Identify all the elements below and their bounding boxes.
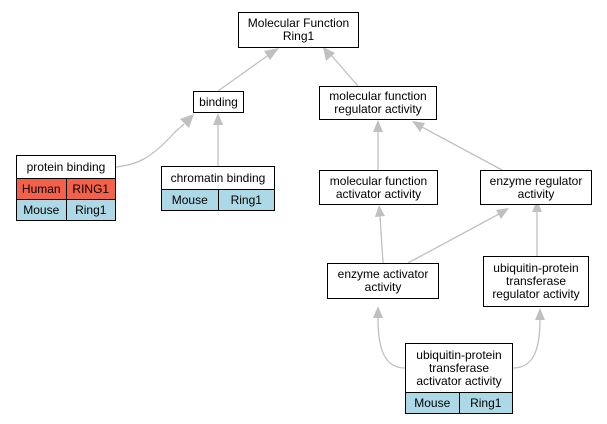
arrowhead — [373, 306, 383, 318]
arrowhead — [532, 200, 542, 212]
arrowhead — [213, 113, 223, 125]
edge-enzyme-activator-to-mf-activator — [375, 205, 385, 264]
node-ubiquitin-protein-transferase-regulator-activity[interactable]: ubiquitin-protein transferase regulator … — [483, 256, 589, 307]
edge-line — [407, 213, 500, 264]
arrowhead — [264, 48, 279, 60]
arrowhead — [180, 114, 194, 128]
gene-cell: RING1 — [65, 179, 116, 199]
node-label: molecular function activator activity — [329, 173, 428, 201]
node-ubiquitin-protein-transferase-activator-activity[interactable]: ubiquitin-protein transferase activator … — [405, 343, 513, 414]
edge-ubiq-activator-to-enzyme-activator — [373, 306, 406, 369]
node-protein-binding[interactable]: protein binding Human RING1 Mouse Ring1 — [16, 155, 116, 221]
edge-mf-regulator-to-mf-root — [323, 47, 359, 87]
species-cell: Mouse — [23, 203, 60, 217]
gene-cell: Ring1 — [65, 200, 116, 220]
edge-line — [421, 126, 503, 171]
node-label: ubiquitin-protein transferase regulator … — [492, 261, 580, 301]
edge-enzyme-regulator-to-mf-regulator — [412, 121, 503, 171]
edge-enzyme-activator-to-enzyme-regulator — [407, 208, 509, 264]
edge-line — [377, 317, 406, 369]
edge-line — [330, 54, 359, 87]
node-enzyme-activator-activity[interactable]: enzyme activator activity — [327, 263, 439, 299]
gene-row-human: Human RING1 — [17, 179, 115, 199]
node-label: ubiquitin-protein transferase activator … — [406, 344, 512, 393]
node-label: enzyme activator activity — [337, 267, 429, 294]
gene-cell: Ring1 — [458, 393, 513, 413]
arrowhead — [375, 205, 385, 217]
node-molecular-function-regulator-activity[interactable]: molecular function regulator activity — [319, 86, 437, 120]
edge-binding-to-mf-root — [217, 48, 279, 92]
edge-ubiq-activator-to-ubiq-regulator — [512, 308, 545, 369]
node-chromatin-binding[interactable]: chromatin binding Mouse Ring1 — [161, 166, 275, 211]
arrowhead — [496, 208, 509, 219]
edge-line — [217, 53, 271, 92]
node-label: Molecular Function Ring1 — [247, 16, 350, 43]
node-binding[interactable]: binding — [193, 91, 244, 113]
gene-row-mouse: Mouse Ring1 — [162, 190, 274, 210]
arrowhead — [535, 308, 545, 320]
gene-row-mouse: Mouse Ring1 — [17, 199, 115, 220]
node-label: chromatin binding — [162, 167, 274, 190]
gene-cell: Ring1 — [217, 190, 275, 210]
node-label: molecular function regulator activity — [329, 89, 427, 116]
edge-mf-activator-to-mf-regulator — [373, 120, 383, 170]
species-cell: Mouse — [414, 396, 451, 410]
species-cell: Human — [21, 182, 61, 196]
edge-line — [379, 215, 384, 264]
arrowhead — [373, 120, 383, 132]
edge-line — [512, 319, 541, 369]
node-enzyme-regulator-activity[interactable]: enzyme regulator activity — [480, 170, 592, 205]
species-cell: Mouse — [171, 193, 208, 207]
node-label: enzyme regulator activity — [489, 173, 583, 201]
node-molecular-function-activator-activity[interactable]: molecular function activator activity — [319, 170, 438, 205]
arrowhead — [323, 47, 335, 61]
node-label: binding — [199, 94, 238, 109]
edge-protein-binding-to-binding — [115, 114, 194, 168]
edge-ubiq-regulator-to-enzyme-regulator — [532, 200, 542, 256]
node-label: protein binding — [17, 156, 115, 179]
edge-line — [115, 123, 185, 168]
arrowhead — [412, 121, 425, 132]
edge-chromatin-binding-to-binding — [213, 113, 223, 166]
gene-row-mouse: Mouse Ring1 — [406, 393, 512, 413]
node-molecular-function-root[interactable]: Molecular Function Ring1 — [238, 12, 359, 48]
